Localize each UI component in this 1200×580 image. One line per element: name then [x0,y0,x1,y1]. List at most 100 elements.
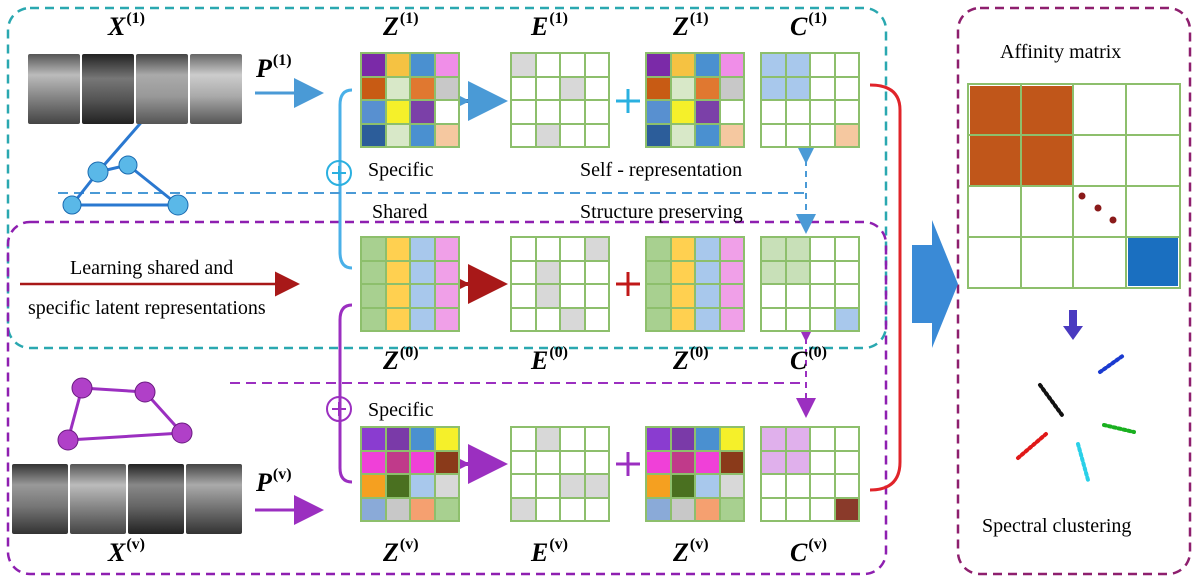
matrix-cell [696,124,719,146]
matrix-cell [835,475,858,497]
label-c1: C(1) [790,10,827,41]
matrix-cell [835,261,858,283]
matrix-cell [411,124,434,146]
matrix-cell [762,261,785,283]
matrix-cell [811,54,834,76]
matrix-e1 [510,52,610,148]
matrix-cell [386,498,409,520]
matrix-cell [720,238,743,260]
label-structure-preserving: Structure preserving [580,201,743,223]
matrix-cell [561,261,584,283]
matrix-cell [536,285,559,307]
matrix-cell [647,54,670,76]
matrix-cell [386,475,409,497]
purple-frame [6,220,888,576]
matrix-cell [835,285,858,307]
matrix-cell [835,54,858,76]
matrix-cell [512,498,535,520]
matrix-cell [561,77,584,99]
label-p1: P(1) [256,52,292,83]
matrix-cell [435,285,458,307]
matrix-cell [536,451,559,473]
label-z0: Z(0) [383,344,419,375]
matrix-cell [671,451,694,473]
matrix-cell [435,475,458,497]
matrix-cell [762,308,785,330]
matrix-cell [647,451,670,473]
matrix-cell [647,428,670,450]
matrix-cell [362,308,385,330]
matrix-cell [720,261,743,283]
matrix-cell [786,101,809,123]
matrix-cell [671,238,694,260]
cluster-scatter-icon [1016,353,1136,482]
matrix-cell [811,308,834,330]
label-learning-line1: Learning shared and [70,257,234,279]
matrix-cell [386,238,409,260]
matrix-cell [786,451,809,473]
matrix-ev [510,426,610,522]
matrix-cell [696,475,719,497]
matrix-cell [671,475,694,497]
matrix-cell [512,475,535,497]
circle-plus-icon [326,160,352,186]
matrix-cell [835,308,858,330]
matrix-cell [386,285,409,307]
label-specific-top: Specific [368,159,434,181]
affinity-matrix [967,83,1181,289]
matrix-cell [835,124,858,146]
label-self-representation: Self - representation [580,159,743,181]
matrix-cell [536,475,559,497]
matrix-cell [720,124,743,146]
matrix-cell [720,54,743,76]
graph-icon-bottom [57,377,193,451]
label-zvb: Z(v) [673,536,709,567]
label-e1: E(1) [531,10,568,41]
matrix-cell [561,124,584,146]
matrix-cell [811,498,834,520]
matrix-cell [671,77,694,99]
matrix-cell [671,428,694,450]
matrix-cell [835,428,858,450]
matrix-cell [647,498,670,520]
matrix-cell [647,475,670,497]
matrix-cell [720,498,743,520]
matrix-cell [411,238,434,260]
matrix-cell [362,238,385,260]
matrix-cell [512,77,535,99]
matrix-cell [762,124,785,146]
matrix-cell [536,124,559,146]
matrix-z0 [360,236,460,332]
matrix-cell [362,451,385,473]
matrix-cell [561,308,584,330]
matrix-z1 [360,52,460,148]
matrix-cell [835,101,858,123]
face-strip-icon [28,54,242,126]
matrix-cell [561,101,584,123]
matrix-cell [786,428,809,450]
matrix-cell [786,475,809,497]
matrix-cell [671,124,694,146]
matrix-cell [786,77,809,99]
matrix-cell [411,451,434,473]
matrix-cell [386,101,409,123]
label-x1: X(1) [108,10,145,41]
matrix-cell [696,54,719,76]
matrix-cell [512,124,535,146]
matrix-cell [786,285,809,307]
matrix-cell [536,54,559,76]
matrix-cell [835,451,858,473]
matrix-cell [786,261,809,283]
label-ev: E(v) [531,536,568,567]
matrix-cell [720,475,743,497]
matrix-cell [786,238,809,260]
matrix-cell [362,285,385,307]
matrix-cell [585,54,608,76]
matrix-cell [435,54,458,76]
label-z1b: Z(1) [673,10,709,41]
matrix-cv [760,426,860,522]
matrix-c1 [760,52,860,148]
matrix-cell [536,77,559,99]
matrix-cell [720,285,743,307]
matrix-cell [585,77,608,99]
